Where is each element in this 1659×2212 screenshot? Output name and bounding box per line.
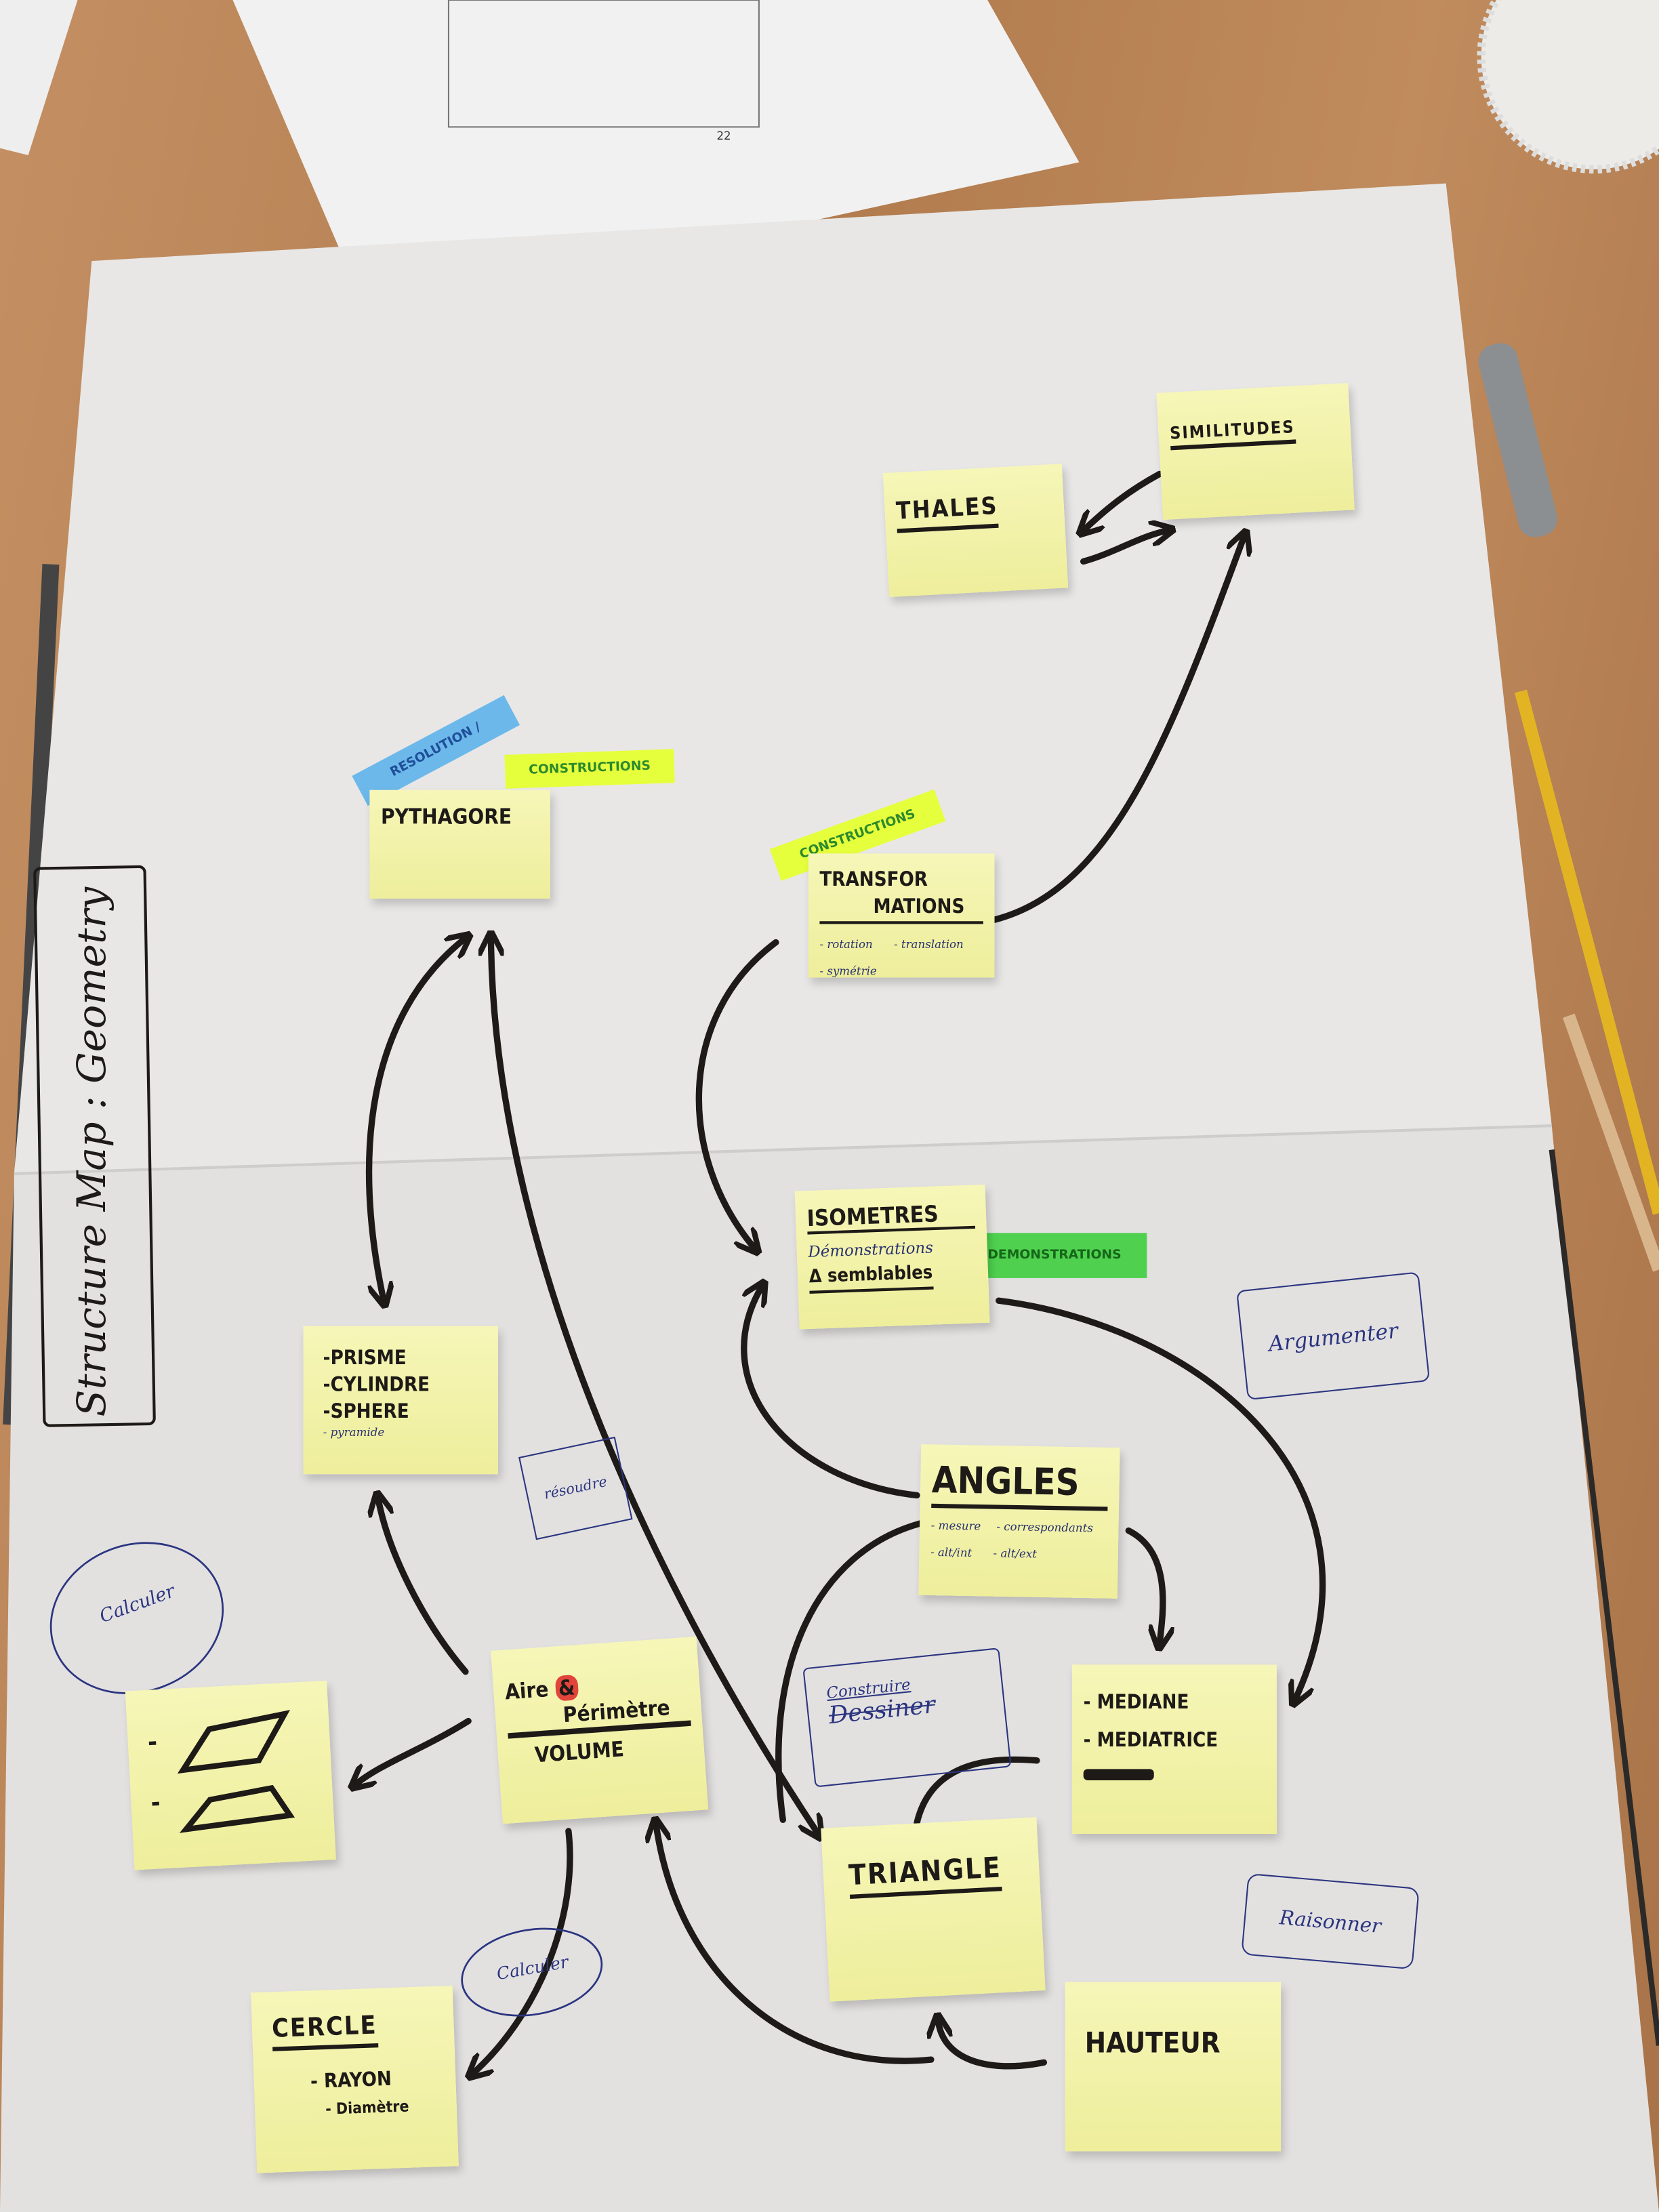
note-heading: PYTHAGORE — [381, 804, 512, 830]
loose-paper-sheet — [232, 0, 1080, 247]
note-item: VOLUME — [533, 1736, 625, 1768]
note-item: - alt/int — [930, 1546, 972, 1560]
trapezoid-icon — [179, 1784, 295, 1833]
pencil — [1514, 689, 1659, 1215]
doily — [1477, 0, 1659, 173]
note-mediane: - MEDIANE - MEDIATRICE — [1072, 1664, 1277, 1835]
arrow-triangle-to-mediane — [914, 1756, 1040, 1826]
note-heading: MATIONS — [819, 895, 983, 924]
note-figures: - - — [125, 1680, 336, 1870]
title-frame — [33, 865, 156, 1427]
annotation-raisonner: Raisonner — [1241, 1872, 1420, 1970]
note-item: - MEDIATRICE — [1083, 1729, 1218, 1753]
arrow-thales-to-similitudes — [1080, 531, 1168, 565]
arrow-similitudes-to-thales — [1084, 470, 1163, 530]
note-isometres: ISOMETRES Démonstrations Δ semblables — [794, 1184, 990, 1330]
annotation-construire-dessiner: Construire Dessiner — [802, 1647, 1012, 1788]
tag-demonstrations: DEMONSTRATIONS — [962, 1233, 1147, 1278]
tag-constructions: CONSTRUCTIONS — [504, 749, 675, 789]
arrow-angles-to-triangle — [775, 1520, 923, 1823]
note-item: -PRISME — [323, 1347, 407, 1370]
figures-shapes — [177, 1710, 295, 1833]
note-item: - pyramide — [323, 1426, 385, 1439]
arrow-angles-to-isometres — [741, 1286, 920, 1499]
map-title: Structure Map : Geometry — [68, 886, 115, 1417]
note-item: - rotation — [819, 938, 873, 951]
parallelogram-icon — [177, 1710, 291, 1774]
note-heading: HAUTEUR — [1084, 2026, 1221, 2060]
note-item: - MEDIANE — [1083, 1691, 1189, 1715]
note-item: - correspondants — [996, 1520, 1094, 1535]
note-item: - symétrie — [819, 964, 877, 978]
scribbled-out-item — [1083, 1769, 1154, 1780]
note-pythagore: PYTHAGORE — [369, 790, 550, 899]
note-solides: -PRISME -CYLINDRE -SPHERE - pyramide — [303, 1326, 498, 1475]
note-heading: ISOMETRES — [806, 1199, 976, 1235]
note-angles: ANGLES - mesure - correspondants - alt/i… — [918, 1444, 1120, 1599]
loose-paper-sheet — [0, 0, 78, 155]
note-heading: TRANSFOR — [819, 869, 928, 892]
calculer-ellipse — [49, 1542, 224, 1694]
note-aire-perimetre-volume: Aire & Périmètre VOLUME — [491, 1636, 709, 1824]
pencil — [1562, 1013, 1659, 1272]
note-item: -CYLINDRE — [323, 1374, 430, 1397]
paper-page-number: 22 — [716, 129, 731, 143]
arrow-aire-to-figures — [356, 1717, 472, 1785]
note-item: Démonstrations — [807, 1238, 934, 1262]
arrow-pythagore-triangle — [491, 938, 818, 1834]
note-transformations: TRANSFOR MATIONS - rotation - translatio… — [808, 853, 995, 978]
note-hauteur: HAUTEUR — [1065, 1982, 1282, 2152]
note-item: - Diamètre — [325, 2097, 409, 2119]
note-heading: CERCLE — [271, 2011, 378, 2051]
note-item: Δ semblables — [808, 1259, 934, 1294]
note-similitudes: SIMILITUDES — [1156, 383, 1355, 520]
arrow-hauteur-to-triangle — [938, 2020, 1048, 2070]
arrow-pythagore-prisme — [365, 938, 466, 1300]
arrow-hauteur-to-aire — [656, 1824, 935, 2064]
note-triangle: TRIANGLE — [821, 1817, 1046, 2002]
note-item: -SPHERE — [323, 1401, 409, 1424]
arrow-aire-to-solides — [378, 1498, 469, 1675]
note-thales: THALES — [882, 464, 1069, 598]
flipchart-edge — [1549, 1149, 1659, 2046]
arrow-aire-to-cercle — [472, 1828, 573, 2074]
note-item: - alt/ext — [993, 1547, 1038, 1561]
note-heading: ANGLES — [931, 1458, 1109, 1511]
arrow-transformations-to-isometres — [695, 939, 779, 1249]
note-ampersand: & — [554, 1674, 579, 1702]
note-item: - translation — [893, 938, 964, 951]
note-heading: THALES — [895, 492, 1000, 533]
arrow-transformations-to-similitudes — [991, 536, 1244, 923]
note-heading: TRIANGLE — [848, 1849, 1003, 1899]
calculer-ellipse — [461, 1927, 603, 2017]
annotation-argumenter: Argumenter — [1236, 1271, 1431, 1401]
note-item: - mesure — [930, 1519, 981, 1533]
paper-table-lines — [447, 0, 760, 128]
note-heading: SIMILITUDES — [1169, 417, 1296, 451]
arrow-angles-to-mediane — [1125, 1527, 1163, 1644]
note-item: Aire — [504, 1676, 550, 1705]
note-cercle: CERCLE - RAYON - Diamètre — [251, 1985, 459, 2173]
eraser — [1478, 343, 1558, 537]
arrow-isometres-to-mediane — [996, 1297, 1326, 1700]
